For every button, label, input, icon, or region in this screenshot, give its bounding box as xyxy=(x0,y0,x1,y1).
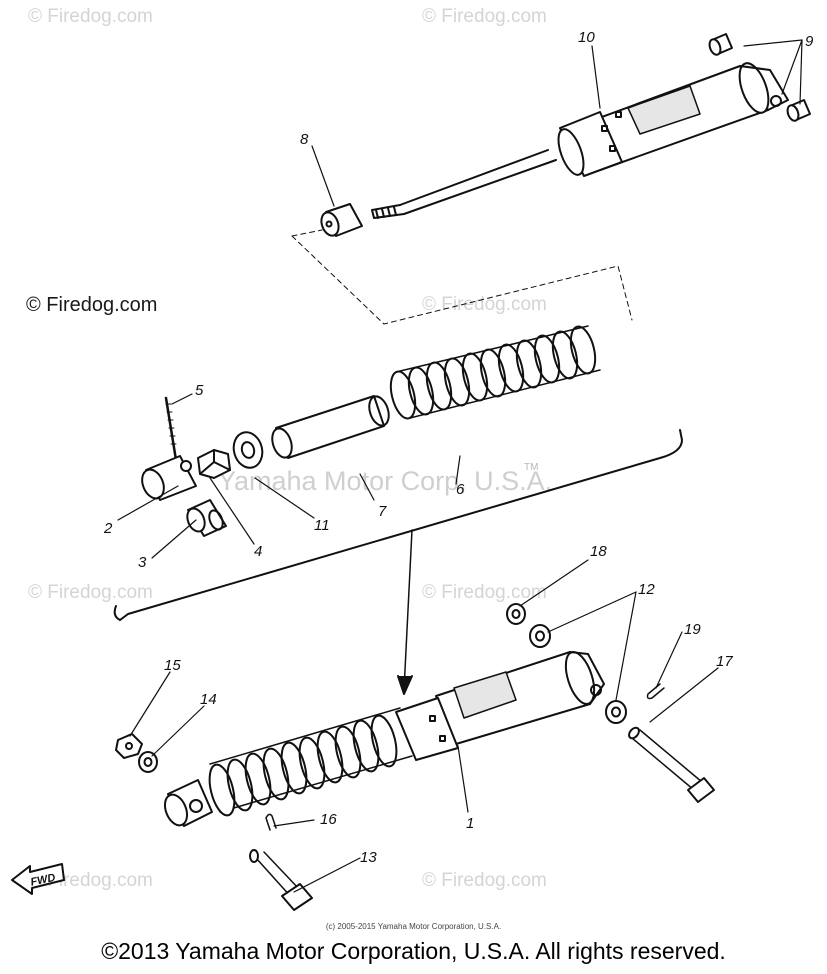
fwd-arrow-icon: FWD xyxy=(11,863,65,895)
assembly-arrow-line xyxy=(403,529,413,691)
callout-6: 6 xyxy=(456,481,465,498)
watermark: © Firedog.com xyxy=(28,6,153,27)
callout-12: 12 xyxy=(638,581,655,598)
callout-5: 5 xyxy=(195,382,204,399)
fwd-label: FWD xyxy=(29,872,56,889)
assembly-arrow-head xyxy=(397,675,413,695)
callout-8: 8 xyxy=(300,131,309,148)
watermark-primary: © Firedog.com xyxy=(26,294,158,316)
brand-tm: TM xyxy=(524,462,539,473)
callout-7: 7 xyxy=(378,503,387,520)
watermark: © Firedog.com xyxy=(422,870,547,891)
callout-4: 4 xyxy=(254,543,262,560)
watermark: © Firedog.com xyxy=(422,294,547,315)
small-parts-left xyxy=(115,733,158,773)
watermark: © Firedog.com xyxy=(422,582,547,603)
assembly-bracket-end xyxy=(113,605,121,621)
pivot-shaft xyxy=(628,726,715,803)
clip-pin xyxy=(646,683,665,700)
cotter-pin xyxy=(265,813,277,831)
upper-shock-body xyxy=(371,62,789,219)
callout-1: 1 xyxy=(466,815,474,832)
callout-11: 11 xyxy=(314,517,330,534)
watermark: © Firedog.com xyxy=(422,6,547,27)
callout-13: 13 xyxy=(360,849,377,866)
small-copyright: (c) 2005-2015 Yamaha Motor Corporation, … xyxy=(325,922,502,931)
washer xyxy=(232,431,264,469)
small-parts-right xyxy=(506,603,627,724)
hex-nut xyxy=(197,449,231,479)
bump-stopper xyxy=(320,203,363,237)
bushing-pair xyxy=(708,33,811,122)
callout-3: 3 xyxy=(138,554,147,571)
callout-15: 15 xyxy=(164,657,181,674)
dashed-boundary xyxy=(291,229,633,325)
callout-10: 10 xyxy=(578,29,595,46)
leader-lines xyxy=(117,39,803,893)
callout-16: 16 xyxy=(320,811,337,828)
callout-18: 18 xyxy=(590,543,607,560)
callout-19: 19 xyxy=(684,621,701,638)
watermark: © Firedog.com xyxy=(28,582,153,603)
assembly-bracket xyxy=(119,429,683,621)
coil-spring xyxy=(389,325,601,420)
footer-copyright: ©2013 Yamaha Motor Corporation, U.S.A. A… xyxy=(101,938,726,964)
adjuster-bolt xyxy=(164,396,178,462)
assembled-shock xyxy=(163,651,605,827)
callout-14: 14 xyxy=(200,691,217,708)
callout-17: 17 xyxy=(716,653,733,670)
rubber-bushing xyxy=(186,499,227,537)
mounting-bolt xyxy=(249,849,313,911)
callout-9: 9 xyxy=(805,33,814,50)
spring-guide-tube xyxy=(271,395,390,459)
callout-2: 2 xyxy=(103,520,113,537)
lower-eye-mount xyxy=(141,455,197,501)
